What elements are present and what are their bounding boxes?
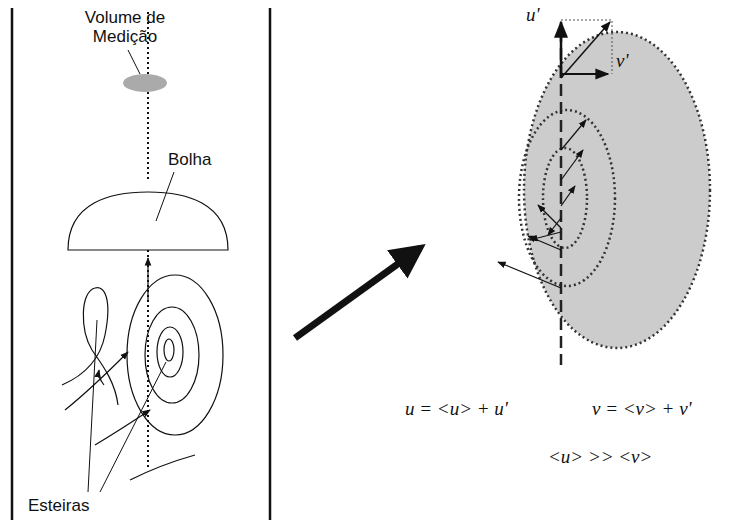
pipe-wall (269, 8, 272, 520)
streamline (130, 455, 195, 480)
wake-vortex (62, 288, 118, 405)
velocity-vector (528, 236, 561, 250)
velocity-vector (561, 150, 583, 180)
streamline (99, 370, 104, 385)
bubble: Bolha (64, 150, 232, 254)
pipe-wall (11, 8, 14, 520)
wake-vortex (157, 327, 183, 377)
wake-vortex (164, 339, 174, 361)
velocity-label: v' (616, 50, 629, 72)
streamline (65, 352, 128, 410)
velocity-vector (561, 186, 575, 206)
measurement-volume (123, 74, 167, 92)
bubble-cap (68, 192, 228, 250)
wake-label: Esteiras (28, 496, 89, 515)
zoom-arrow (295, 248, 420, 338)
bubble-label: Bolha (168, 150, 211, 169)
leader-line (100, 362, 166, 492)
velocity-vector (538, 205, 561, 228)
velocity-vector (560, 22, 563, 78)
equation: v = <v> + v' (592, 398, 692, 420)
equation: u = <u> + u' (405, 398, 508, 420)
streamline (95, 410, 150, 445)
velocity-vector (561, 22, 610, 78)
velocity-vector (561, 120, 586, 150)
measurement-volume-zoom (524, 32, 710, 348)
vortex-ring (543, 148, 587, 248)
equation: <u> >> <v> (548, 446, 652, 468)
flow-arrow (147, 258, 148, 300)
leader-line (156, 172, 174, 221)
measurement-volume-label: Volume de Medição (70, 8, 180, 46)
velocity-label: u' (526, 4, 540, 26)
centerline (560, 30, 563, 365)
velocity-vector (561, 73, 608, 75)
vortex-ring (519, 110, 615, 286)
wake-vortex (145, 307, 199, 403)
leader-line (128, 50, 140, 74)
centerline (147, 250, 149, 470)
leader-line (88, 320, 97, 492)
velocity-vector (498, 262, 561, 288)
